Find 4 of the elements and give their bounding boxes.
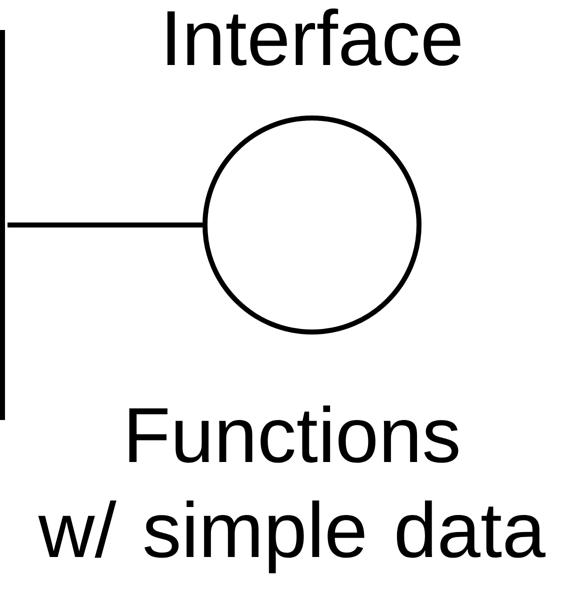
- node-label: Interface: [167, 8, 460, 66]
- node-label: Functions w/ simple data: [38, 406, 546, 574]
- bar: [0, 30, 5, 420]
- connector-line: [8, 222, 202, 228]
